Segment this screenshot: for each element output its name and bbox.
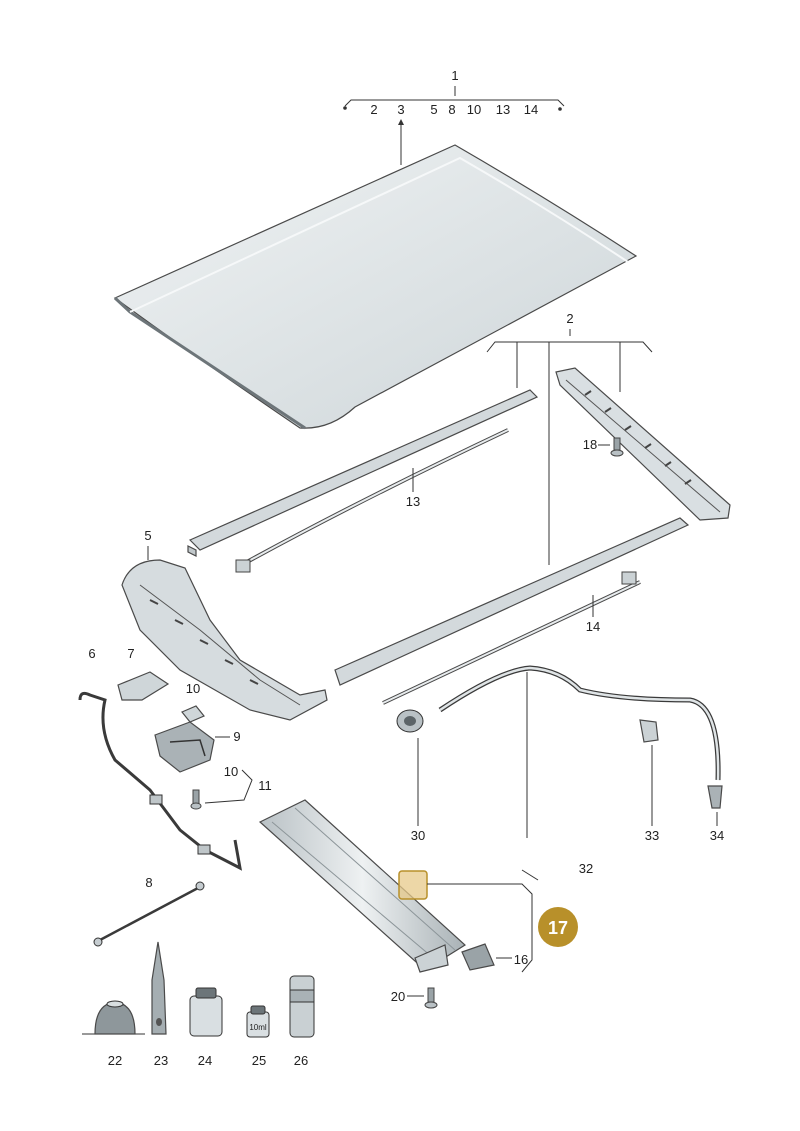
label-34: 34: [710, 828, 724, 843]
badge-17-label: 17: [548, 918, 568, 938]
label-23: 23: [154, 1053, 168, 1068]
sunroof-frame-5: [121, 559, 328, 721]
jar-24: [189, 987, 223, 1037]
wiring-harness-6: [78, 691, 243, 871]
upper-trim-rail: [187, 389, 539, 557]
roof-panel: [113, 144, 638, 430]
clip-10: [181, 705, 205, 723]
label-20: 20: [391, 989, 405, 1004]
valve-34: [707, 785, 723, 809]
seal-strip-14: [382, 571, 641, 705]
label-1-sub-2: 2: [370, 102, 377, 117]
label-1: 1: [451, 68, 458, 83]
label-10-top: 10: [186, 681, 200, 696]
roll-22: [82, 1000, 145, 1035]
label-7: 7: [127, 646, 134, 661]
roller-blind-assembly: [258, 799, 495, 973]
tube-23: [151, 941, 167, 1035]
leader-1: 1 2 3 5 8 10 13 14: [343, 68, 565, 165]
bracket-7: [117, 671, 170, 701]
grommet-30: [396, 709, 424, 733]
drive-motor: [154, 721, 215, 773]
label-1-sub-10: 10: [467, 102, 481, 117]
label-1-sub-3: 3: [397, 102, 404, 117]
highlight-box[interactable]: [398, 870, 428, 900]
label-32: 32: [579, 861, 593, 876]
label-13: 13: [406, 494, 420, 509]
position-badge-17[interactable]: [538, 907, 578, 947]
can-26: [289, 975, 315, 1038]
screw-18: [610, 437, 624, 457]
label-11: 11: [258, 778, 272, 793]
label-26: 26: [294, 1053, 308, 1068]
seal-strip-13: [235, 428, 509, 573]
label-22: 22: [108, 1053, 122, 1068]
label-24: 24: [198, 1053, 212, 1068]
label-1-sub-13: 13: [496, 102, 510, 117]
bottle-25-text: 10ml: [249, 1023, 267, 1032]
label-9: 9: [233, 729, 240, 744]
ground-strap-8: [93, 881, 205, 947]
label-8: 8: [145, 875, 152, 890]
lower-trim-rail: [334, 517, 690, 686]
label-6: 6: [88, 646, 95, 661]
drain-hose: [438, 665, 721, 781]
leader-2: 2: [486, 311, 653, 565]
label-5: 5: [144, 528, 151, 543]
label-25: 25: [252, 1053, 266, 1068]
label-18: 18: [583, 437, 597, 452]
label-10-bottom: 10: [224, 764, 238, 779]
label-16: 16: [514, 952, 528, 967]
label-33: 33: [645, 828, 659, 843]
label-1-sub-14: 14: [524, 102, 538, 117]
label-1-sub-8: 8: [448, 102, 455, 117]
clip-33: [639, 719, 659, 743]
label-1-sub-5: 5: [430, 102, 437, 117]
label-30: 30: [411, 828, 425, 843]
screw-near-11: [190, 789, 202, 810]
screw-20: [424, 987, 438, 1009]
label-2: 2: [566, 311, 573, 326]
bottle-25: 10ml: [246, 1005, 270, 1038]
right-rail-bracket: [555, 367, 731, 521]
label-14: 14: [586, 619, 600, 634]
